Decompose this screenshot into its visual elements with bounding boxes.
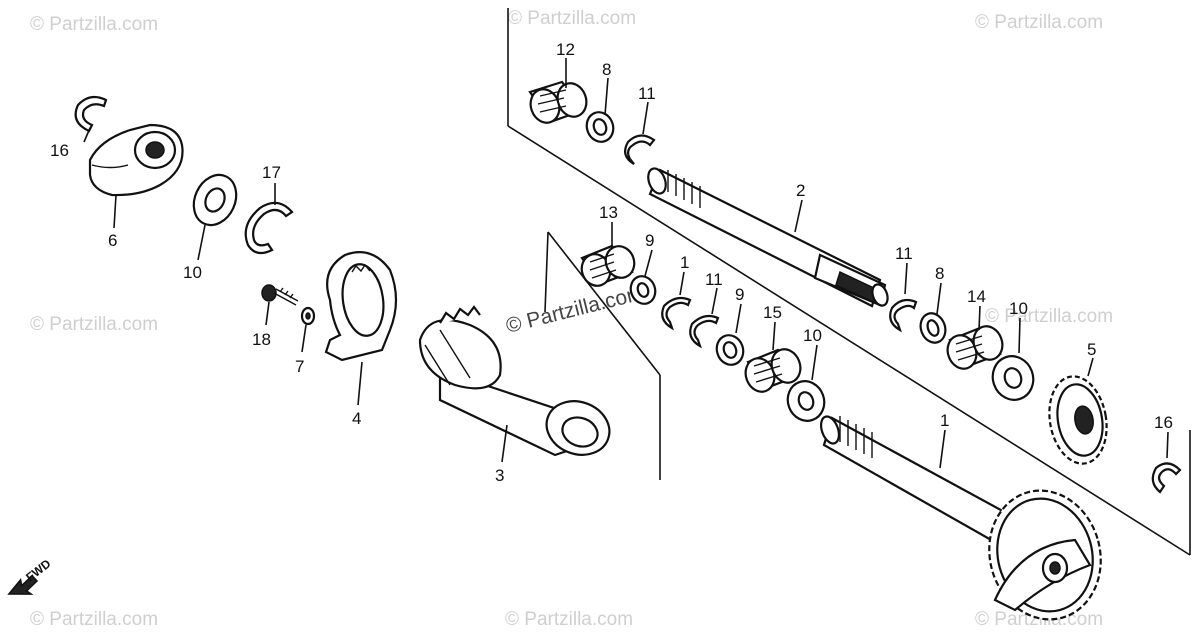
watermark: © Partzilla.com — [30, 14, 158, 35]
circlip-11-lower-b — [689, 314, 720, 349]
callout-13: 13 — [599, 203, 618, 222]
callout-3: 3 — [495, 466, 504, 485]
spindle-1 — [819, 415, 1102, 621]
callout-7: 7 — [295, 357, 304, 376]
watermark: © Partzilla.com — [30, 314, 158, 335]
shaft-2 — [647, 167, 889, 308]
watermark: © Partzilla.com — [985, 306, 1113, 327]
ratchet-guide-6 — [88, 123, 184, 197]
bearing-15 — [744, 348, 802, 393]
callout-10: 10 — [183, 263, 202, 282]
washer-8-top — [585, 111, 615, 143]
sleeve-3 — [418, 305, 611, 457]
callout-5: 5 — [1087, 340, 1096, 359]
callout-17: 17 — [262, 163, 281, 182]
callout-8: 8 — [935, 264, 944, 283]
washer-10-left — [192, 173, 238, 227]
callout-2: 2 — [796, 181, 805, 200]
callout-12: 12 — [556, 40, 575, 59]
callout-1: 1 — [940, 411, 949, 430]
callouts: 12 8 11 16 6 10 17 18 7 4 3 2 13 9 1 11 … — [50, 40, 1173, 485]
circlip-11-right — [889, 298, 918, 333]
callout-18: 18 — [252, 330, 271, 349]
circlip-16-right — [1151, 462, 1182, 494]
bearing-13 — [580, 244, 636, 287]
upper-group-outline — [507, 8, 1191, 556]
callout-11: 11 — [895, 244, 913, 263]
callout-14: 14 — [967, 287, 986, 306]
watermark: © Partzilla.com — [508, 8, 636, 29]
callout-4: 4 — [352, 409, 361, 428]
washer-7 — [300, 306, 316, 326]
washer-8-right — [919, 312, 947, 344]
circlip-11-lower-a — [661, 296, 692, 331]
gear-5 — [1048, 375, 1108, 465]
washer-10-right — [991, 355, 1035, 401]
callout-11: 11 — [638, 84, 656, 103]
circlip-16-left — [74, 95, 108, 133]
leader-lines — [83, 58, 1169, 469]
callout-15: 15 — [763, 303, 782, 322]
callout-1-small: 1 — [680, 253, 689, 272]
watermark: © Partzilla.com — [975, 12, 1103, 33]
fwd-arrow: FWD — [7, 556, 54, 595]
watermark: © Partzilla.com — [30, 609, 158, 630]
callout-6: 6 — [108, 231, 117, 250]
fwd-label: FWD — [23, 556, 53, 584]
callout-16: 16 — [50, 141, 69, 160]
callout-16: 16 — [1154, 413, 1173, 432]
callout-10: 10 — [1009, 299, 1028, 318]
stopper-plate-4 — [324, 251, 398, 362]
callout-10: 10 — [803, 326, 822, 345]
callout-8: 8 — [602, 60, 611, 79]
bearing-14 — [946, 325, 1004, 370]
lower-group-outline — [544, 231, 661, 480]
callout-9: 9 — [645, 231, 654, 250]
washer-9b — [715, 334, 745, 366]
callout-11: 11 — [705, 270, 723, 289]
watermark: © Partzilla.com — [505, 609, 633, 630]
bearing-12 — [528, 80, 588, 124]
bolt-18 — [261, 284, 299, 306]
callout-9: 9 — [735, 285, 744, 304]
washer-10-middle — [786, 380, 826, 422]
washer-9a — [629, 275, 657, 305]
circlip-11-top — [623, 134, 656, 165]
circlip-17 — [244, 201, 294, 255]
